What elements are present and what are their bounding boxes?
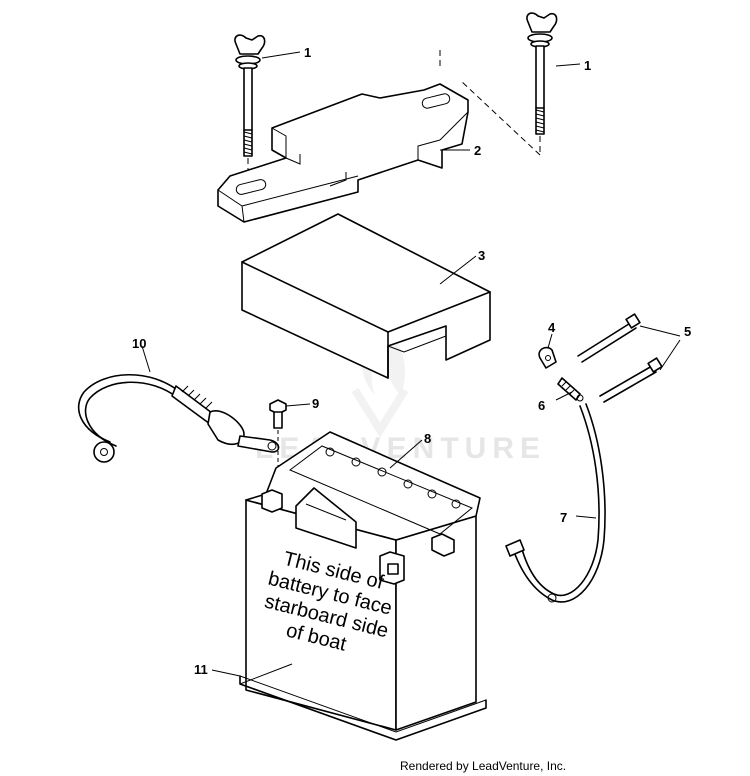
callout-11: 11 <box>194 662 208 677</box>
render-credit: Rendered by LeadVenture, Inc. <box>400 759 567 773</box>
elbow-connector <box>557 377 584 402</box>
battery-cover <box>241 213 491 379</box>
callout-1-right: 1 <box>584 58 591 73</box>
leader-lines <box>141 51 681 677</box>
battery-mat <box>239 663 487 741</box>
callout-2: 2 <box>474 143 481 158</box>
callout-1-left: 1 <box>304 45 311 60</box>
callout-10: 10 <box>132 336 146 351</box>
callout-labels: 1 1 2 3 4 5 6 7 8 9 10 11 <box>132 45 691 677</box>
terminal-bolt <box>269 399 287 500</box>
wing-bolt-left <box>234 34 266 157</box>
battery <box>245 431 481 731</box>
watermark: LEADVENTURE <box>255 320 540 465</box>
callout-9: 9 <box>312 396 319 411</box>
battery-side-label: This side of battery to face starboard s… <box>262 548 394 656</box>
callout-4: 4 <box>548 320 556 335</box>
cable-ties <box>577 313 663 403</box>
vent-fitting <box>538 346 557 369</box>
callout-5: 5 <box>684 324 691 339</box>
callout-8: 8 <box>424 431 431 446</box>
battery-cable-negative <box>77 374 280 463</box>
wing-bolt-right <box>526 12 558 135</box>
callout-7: 7 <box>560 510 567 525</box>
hold-down-bracket <box>217 83 469 223</box>
callout-3: 3 <box>478 248 485 263</box>
callout-6: 6 <box>538 398 545 413</box>
vent-tube <box>505 403 606 603</box>
